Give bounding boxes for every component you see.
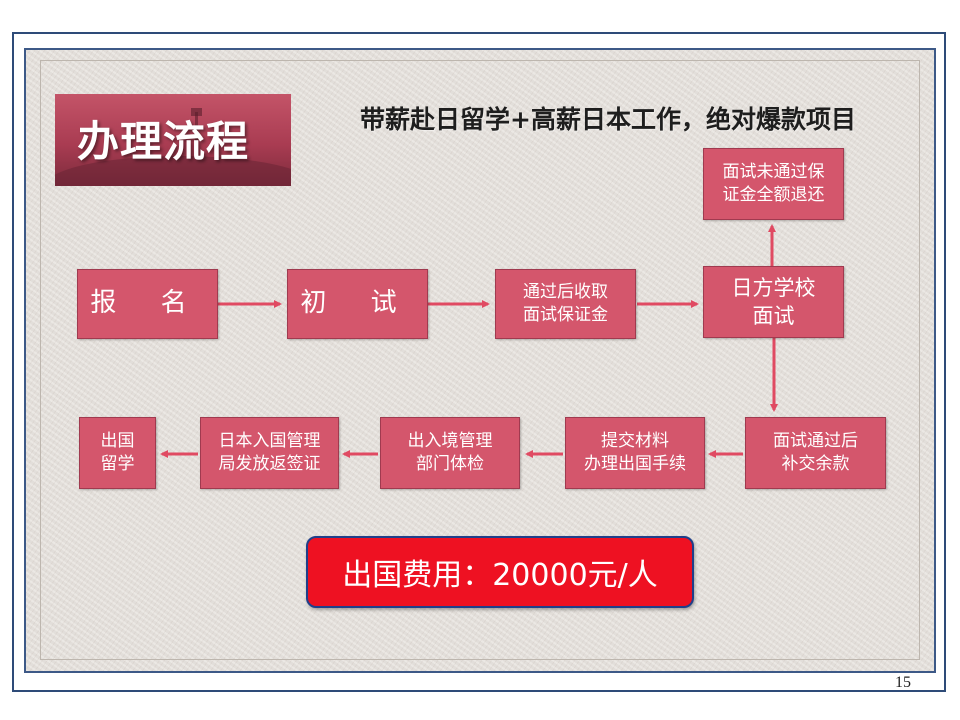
step-school-interview-label: 日方学校 面试 [732, 274, 816, 331]
step-first-test: 初 试 [287, 269, 428, 339]
step-first-test-label: 初 试 [300, 286, 414, 321]
step-pay-balance: 面试通过后 补交余款 [745, 417, 886, 489]
step-pay-balance-label: 面试通过后 补交余款 [773, 430, 858, 476]
step-go-abroad: 出国 留学 [79, 417, 156, 489]
step-refund-note: 面试未通过保 证金全额退还 [703, 148, 844, 220]
step-collect-deposit: 通过后收取 面试保证金 [495, 269, 636, 339]
cost-box: 出国费用：20000元/人 [306, 536, 694, 608]
step-go-abroad-label: 出国 留学 [101, 430, 135, 476]
step-collect-deposit-label: 通过后收取 面试保证金 [523, 281, 608, 327]
step-health-check-label: 出入境管理 部门体检 [408, 430, 493, 476]
step-signup: 报 名 [77, 269, 218, 339]
step-school-interview: 日方学校 面试 [703, 266, 844, 338]
step-visa-issue-label: 日本入国管理 局发放返签证 [219, 430, 321, 476]
page-number: 15 [895, 674, 911, 692]
step-refund-note-label: 面试未通过保 证金全额退还 [723, 161, 825, 207]
step-submit-materials-label: 提交材料 办理出国手续 [584, 430, 686, 476]
cost-label: 出国费用：20000元/人 [342, 550, 658, 594]
step-visa-issue: 日本入国管理 局发放返签证 [200, 417, 339, 489]
step-submit-materials: 提交材料 办理出国手续 [565, 417, 705, 489]
step-health-check: 出入境管理 部门体检 [380, 417, 520, 489]
step-signup-label: 报 名 [90, 286, 204, 321]
